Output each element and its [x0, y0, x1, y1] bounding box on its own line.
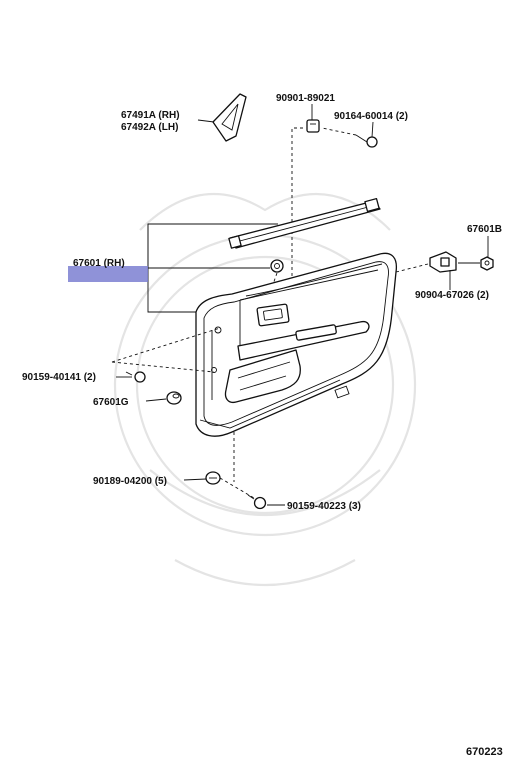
- label-67601: 67601 (RH): [73, 258, 125, 269]
- leader-mirror-trim: [197, 119, 215, 123]
- dash-90159a-lower: [111, 361, 215, 373]
- clip-90901-part: [306, 119, 320, 133]
- dash-90901-to-door: [291, 127, 303, 330]
- dash-90164: [321, 127, 357, 136]
- bracket-67601b-part: [429, 251, 457, 273]
- label-67601g: 67601G: [93, 397, 129, 408]
- weatherstrip-bar-part: [228, 197, 381, 249]
- leader-67601g: [145, 398, 167, 402]
- highlight-67601: [68, 266, 148, 282]
- dash-67601b: [395, 263, 429, 273]
- door-trim-panel-part: [195, 252, 398, 437]
- label-90164: 90164-60014 (2): [334, 111, 408, 122]
- label-90159a: 90159-40141 (2): [22, 372, 96, 383]
- screw-90159b-part: [247, 494, 267, 510]
- leader-90164: [371, 121, 374, 138]
- clip-upper-part: [270, 259, 284, 273]
- screw-90164-part: [355, 134, 378, 148]
- label-90189: 90189-04200 (5): [93, 476, 167, 487]
- label-90904: 90904-67026 (2): [415, 290, 489, 301]
- label-67601b: 67601B: [467, 224, 502, 235]
- leader-90189: [183, 478, 207, 481]
- clip-90189-part: [205, 471, 221, 485]
- mirror-trim-part: [212, 93, 247, 142]
- dash-90159a-upper: [111, 327, 221, 363]
- label-67491a: 67491A (RH): [121, 110, 180, 121]
- dash-bottom-clip: [219, 477, 255, 499]
- label-90159b: 90159-40223 (3): [287, 501, 361, 512]
- diagram-id: 670223: [466, 746, 503, 758]
- nut-90904-part: [480, 256, 494, 271]
- screw-90159a-part: [125, 371, 146, 383]
- label-90901: 90901-89021: [276, 93, 335, 104]
- cap-67601g-part: [166, 391, 182, 405]
- label-67492a: 67492A (LH): [121, 122, 178, 133]
